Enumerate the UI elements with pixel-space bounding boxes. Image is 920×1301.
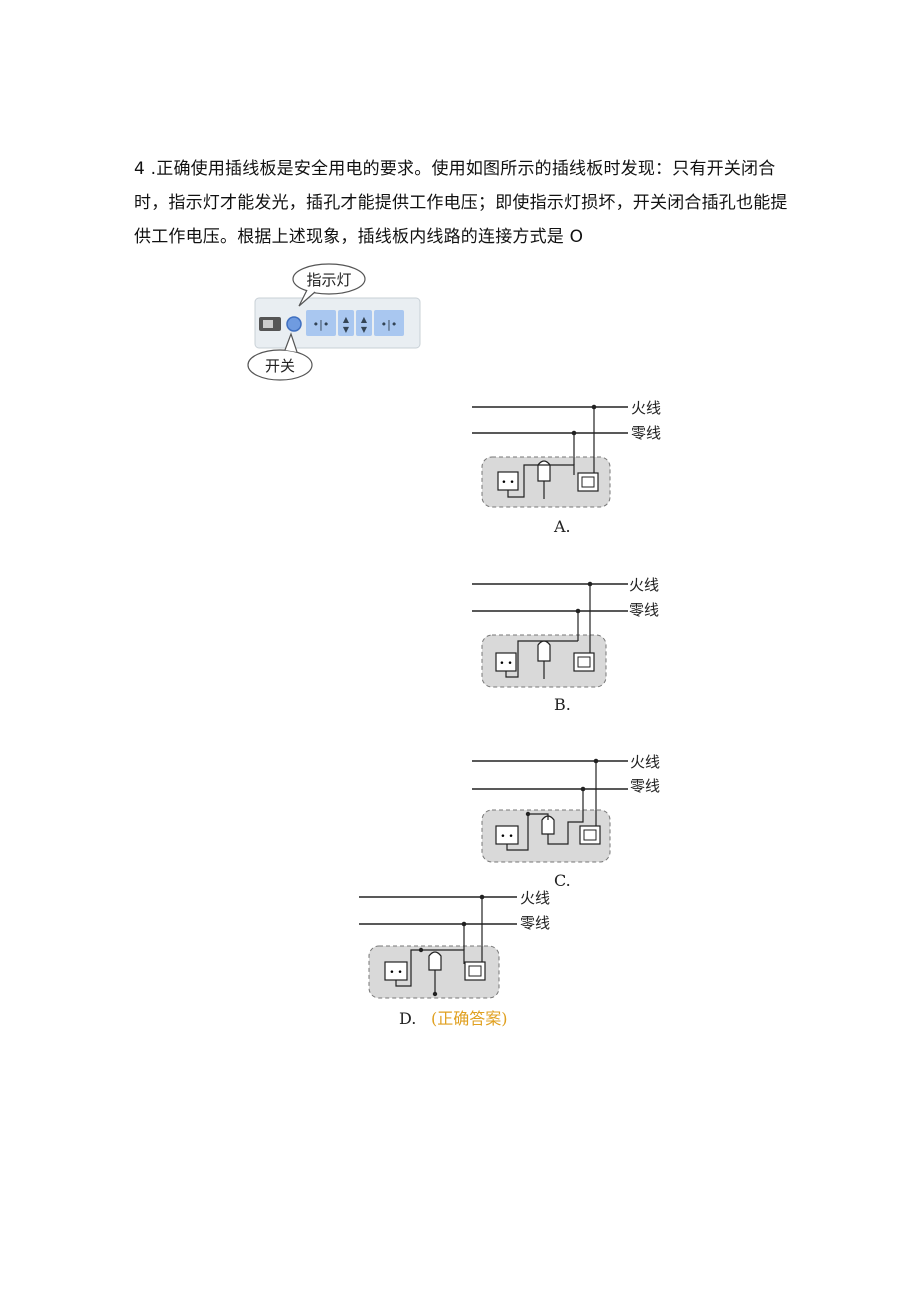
svg-text:• •: • • bbox=[501, 478, 514, 488]
circuit-diagram-b: 火线 零线 • • B. bbox=[472, 576, 659, 714]
svg-text:• •: • • bbox=[389, 968, 402, 978]
live-wire-label: 火线 bbox=[631, 399, 661, 417]
option-a-label[interactable]: A. bbox=[553, 517, 571, 536]
neutral-wire-label: 零线 bbox=[630, 777, 660, 795]
svg-text:▲: ▲ bbox=[343, 315, 350, 324]
lamp-icon bbox=[537, 640, 551, 662]
indicator-label: 指示灯 bbox=[306, 271, 351, 289]
socket-2 bbox=[338, 310, 354, 336]
question-text: 4 .正确使用插线板是安全用电的要求。使用如图所示的插线板时发现：只有开关闭合 … bbox=[134, 152, 788, 254]
circuit-diagram-a: 火线 零线 • • A. bbox=[472, 399, 661, 536]
svg-text:•|•: •|• bbox=[381, 318, 398, 331]
svg-text:▼: ▼ bbox=[361, 325, 368, 334]
lamp-icon bbox=[541, 815, 555, 835]
switch-icon bbox=[573, 652, 595, 672]
lamp-icon bbox=[537, 460, 551, 482]
svg-text:▼: ▼ bbox=[343, 325, 350, 334]
switch-button-icon bbox=[286, 316, 302, 332]
socket-3 bbox=[356, 310, 372, 336]
circuit-diagram-d: 火线 零线 • • D. (正确答案) bbox=[359, 889, 550, 1028]
switch-icon bbox=[579, 825, 601, 845]
live-wire-label: 火线 bbox=[630, 753, 660, 771]
switch-icon bbox=[577, 472, 599, 492]
question-line-3: 供工作电压。根据上述现象，插线板内线路的连接方式是 O bbox=[134, 227, 584, 247]
option-b-label[interactable]: B. bbox=[554, 695, 571, 714]
question-line-1-text: .正确使用插线板是安全用电的要求。使用如图所示的插线板时发现：只有开关闭合 bbox=[150, 159, 776, 179]
correct-answer-note: (正确答案) bbox=[431, 1009, 508, 1028]
question-line-2: 时，指示灯才能发光，插孔才能提供工作电压；即使指示灯损坏，开关闭合插孔也能提 bbox=[134, 193, 788, 213]
power-strip-image: •|• ▲ ▼ ▲ ▼ •|• 指示灯 开关 bbox=[247, 263, 421, 381]
socket-4 bbox=[374, 310, 404, 336]
live-wire-label: 火线 bbox=[520, 889, 550, 907]
strip-box bbox=[481, 456, 611, 508]
svg-text:• •: • • bbox=[500, 832, 513, 842]
indicator-callout bbox=[292, 263, 366, 295]
switch-icon bbox=[464, 961, 486, 981]
circuit-diagram-c: 火线 零线 • • C. bbox=[472, 753, 660, 890]
neutral-wire-label: 零线 bbox=[629, 601, 659, 619]
lamp-icon bbox=[428, 951, 442, 971]
live-wire-label: 火线 bbox=[629, 576, 659, 594]
switch-label: 开关 bbox=[265, 357, 295, 375]
question-line-1: 4 .正确使用插线板是安全用电的要求。使用如图所示的插线板时发现：只有开关闭合 bbox=[134, 152, 784, 186]
svg-text:•|•: •|• bbox=[313, 318, 330, 331]
option-d-label[interactable]: D. bbox=[399, 1009, 416, 1028]
strip-box bbox=[368, 945, 500, 999]
svg-text:▲: ▲ bbox=[361, 315, 368, 324]
option-c-label[interactable]: C. bbox=[554, 871, 571, 890]
strip-box bbox=[481, 809, 611, 863]
neutral-wire-label: 零线 bbox=[631, 424, 661, 442]
socket-1 bbox=[306, 310, 336, 336]
switch-callout bbox=[247, 349, 313, 381]
neutral-wire-label: 零线 bbox=[520, 914, 550, 932]
question-number: 4 bbox=[134, 159, 146, 179]
svg-text:• •: • • bbox=[499, 659, 512, 669]
